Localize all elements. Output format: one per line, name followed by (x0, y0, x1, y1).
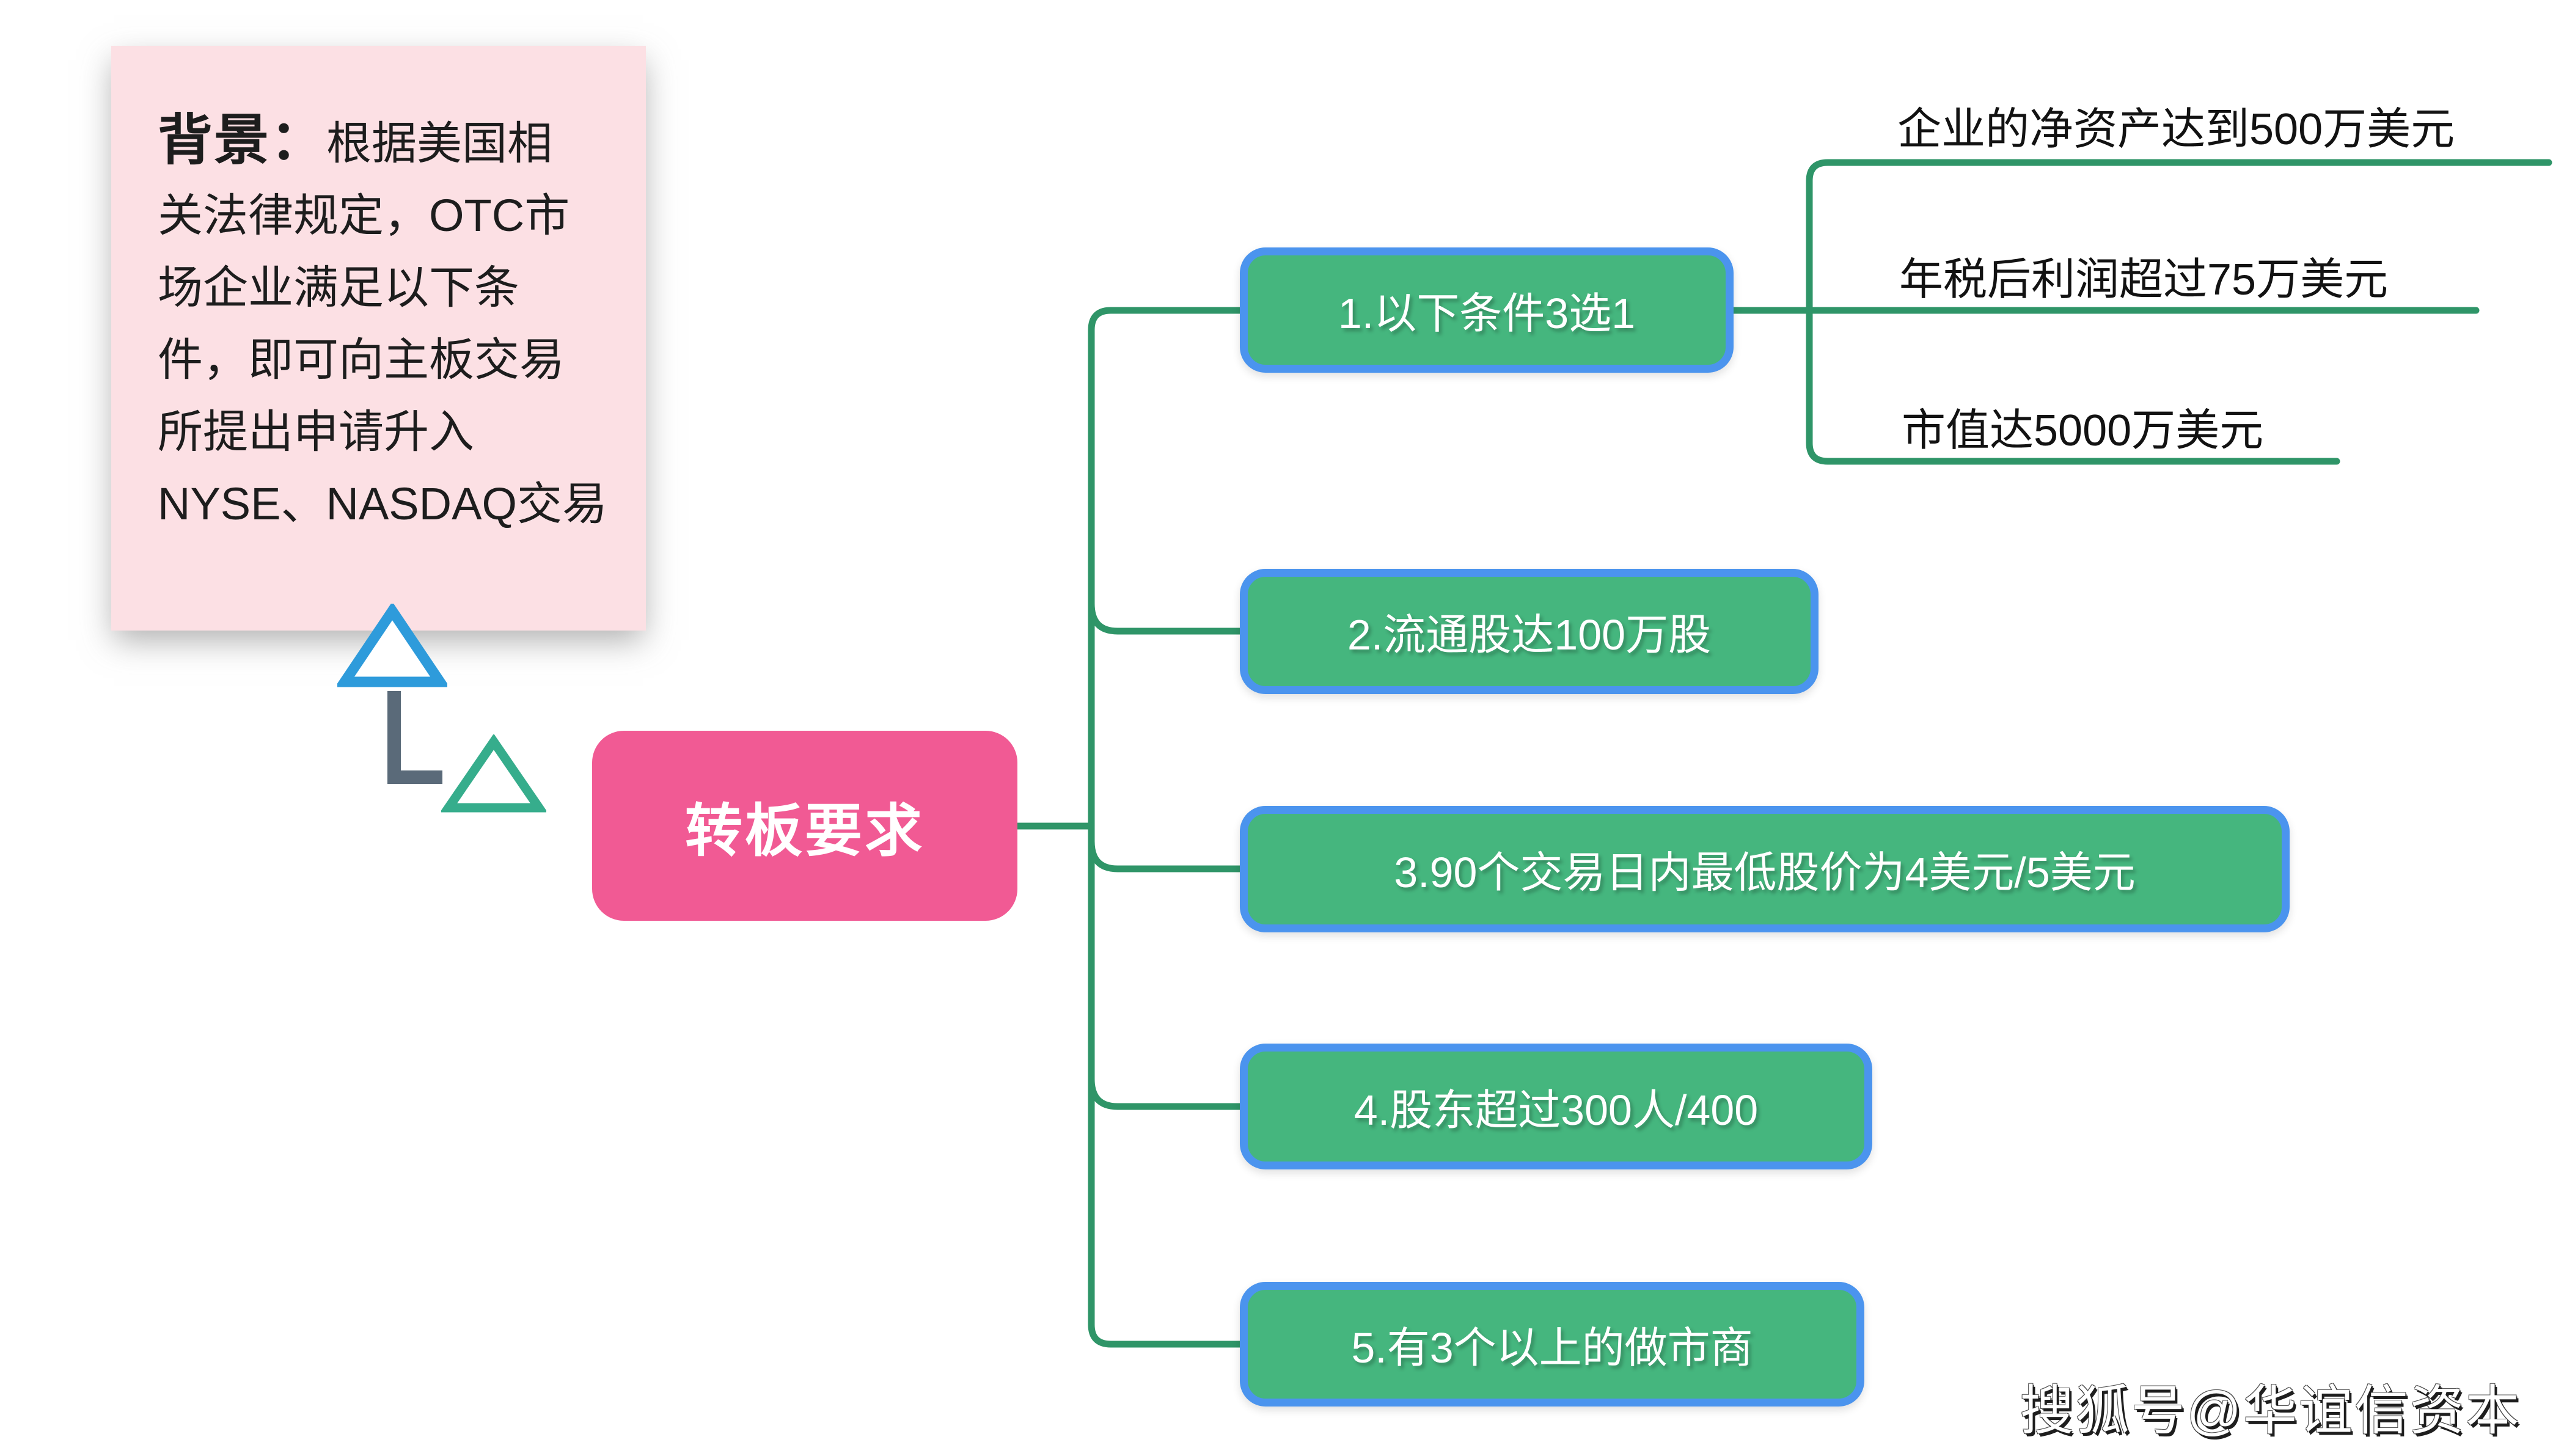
background-line: 所提出申请升入 (158, 406, 474, 457)
root-node[interactable]: 转板要求 (592, 731, 1017, 921)
background-line: 件，即可向主板交易 (158, 334, 565, 385)
leaf-item-market-cap[interactable]: 市值达5000万美元 (1902, 406, 2264, 455)
branch-node-1[interactable]: 1.以下条件3选1 (1240, 247, 1734, 373)
branch-node-label: 4.股东超过300人/400 (1353, 1086, 1759, 1134)
background-line: 背景：根据美国相 (158, 104, 609, 180)
root-node-label: 转板要求 (684, 798, 925, 863)
branch-node-label: 5.有3个以上的做市商 (1351, 1323, 1753, 1372)
branch-node-3[interactable]: 3.90个交易日内最低股价为4美元/5美元 (1240, 806, 2290, 932)
triangle-up-green-icon (441, 734, 546, 813)
background-line: 场企业满足以下条 (158, 262, 519, 313)
background-title: 背景： (158, 110, 326, 171)
branch-line-4 (1088, 1075, 1244, 1110)
branch-line-3 (1088, 838, 1244, 873)
background-line-text: 根据美国相 (326, 118, 552, 169)
leaf-item-net-assets[interactable]: 企业的净资产达到500万美元 (1897, 105, 2455, 154)
trunk-line (1088, 307, 1244, 1348)
leaf-bracket-line (1806, 159, 2552, 465)
background-line: 关法律规定，OTC市 (158, 190, 570, 241)
background-note[interactable]: 背景：根据美国相 关法律规定，OTC市 场企业满足以下条 件，即可向主板交易 所… (111, 46, 646, 631)
branch-node-4[interactable]: 4.股东超过300人/400 (1240, 1044, 1872, 1169)
triangle-up-blue-icon (337, 604, 447, 687)
leaf-item-after-tax-profit[interactable]: 年税后利润超过75万美元 (1899, 255, 2389, 304)
branch-line-2 (1088, 600, 1244, 635)
branch-node-label: 2.流通股达100万股 (1347, 611, 1712, 659)
branch-node-label: 1.以下条件3选1 (1338, 290, 1636, 337)
background-line: NYSE、NASDAQ交易 (158, 478, 608, 529)
watermark-text: 搜狐号@华谊信资本 (2020, 1380, 2521, 1441)
elbow-bracket-icon (387, 691, 442, 784)
branch-node-2[interactable]: 2.流通股达100万股 (1240, 569, 1819, 694)
branch-node-5[interactable]: 5.有3个以上的做市商 (1240, 1282, 1864, 1407)
branch-node-label: 3.90个交易日内最低股价为4美元/5美元 (1394, 849, 2136, 896)
